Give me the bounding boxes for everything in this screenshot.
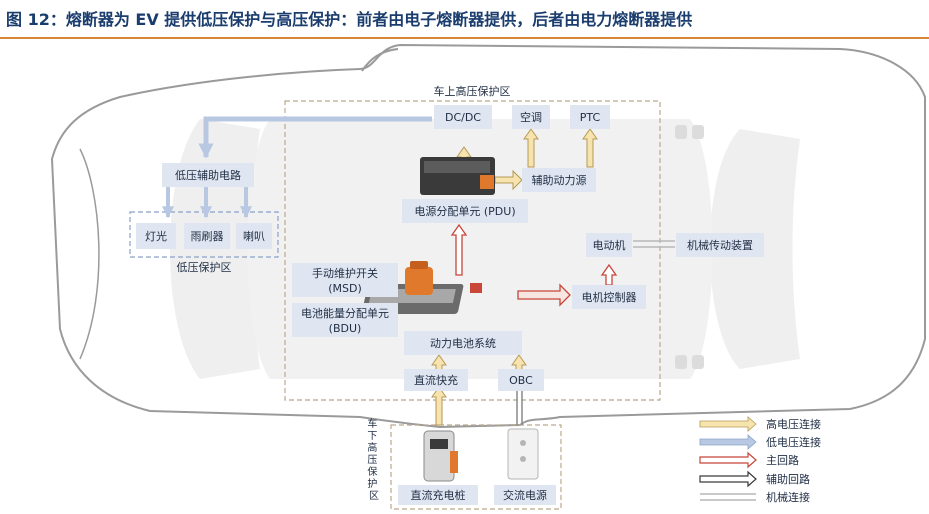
zone-off-vehicle-label: 车 下 高 压 保 护 区 — [367, 417, 380, 502]
pdu-unit-graphic — [420, 157, 495, 195]
label-bdu-line1: 电池能量分配单元 — [301, 306, 389, 320]
label-motor: 电动机 — [593, 238, 626, 252]
title-rule — [0, 37, 929, 39]
box-bdu — [292, 303, 398, 337]
outlet-body — [507, 428, 539, 480]
label-aux-power: 辅助动力源 — [532, 173, 587, 187]
zone-high-voltage-label: 车上高压保护区 — [434, 84, 511, 98]
label-dcdc: DC/DC — [445, 111, 481, 124]
charging-pile-graphic — [423, 430, 458, 482]
car-rear-detail-top — [675, 125, 687, 139]
box-lv-aux — [162, 163, 254, 187]
zone-off-vehicle-char-6: 护 — [367, 477, 377, 490]
legend-label-mech: 机械连接 — [766, 490, 810, 504]
legend-swatch-hv — [699, 416, 757, 432]
car-silhouette — [50, 43, 926, 429]
box-obc — [498, 369, 544, 391]
label-horn: 喇叭 — [243, 229, 265, 243]
box-wiper — [184, 223, 230, 249]
main-arrow-motorctrl-to-motor — [600, 263, 618, 286]
label-msd-line2: (MSD) — [328, 282, 362, 295]
pile-body — [423, 430, 455, 482]
car-rear-detail-bottom2 — [692, 355, 704, 369]
legend-swatch-main — [699, 451, 757, 469]
legend-label-lv: 低电压连接 — [766, 436, 821, 449]
label-lv-aux: 低压辅助电路 — [175, 168, 241, 182]
label-obc: OBC — [509, 374, 533, 387]
box-dc-fast — [404, 369, 468, 391]
main-arrow-battery-to-motorctrl — [517, 283, 571, 307]
main-arrow-battery-to-pdu — [450, 223, 468, 276]
label-battery: 动力电池系统 — [430, 337, 496, 350]
ac-outlet-graphic — [507, 428, 539, 480]
zone-off-vehicle-char-3: 高 — [367, 441, 377, 454]
car-rear-detail-top2 — [692, 125, 704, 139]
car-mirror-top — [361, 48, 399, 72]
connections — [162, 116, 675, 426]
label-mech-drive: 机械传动装置 — [687, 238, 753, 252]
box-msd — [292, 263, 398, 297]
legend: 高电压连接 低电压连接 主回路 辅助回路 机械连接 — [699, 416, 821, 504]
pile-cable — [450, 451, 458, 473]
zone-off-vehicle-char-2: 下 — [367, 431, 377, 442]
label-pdu: 电源分配单元 (PDU) — [414, 204, 515, 218]
car-rear-detail-bottom — [675, 355, 687, 369]
box-motor-ctrl — [572, 285, 646, 309]
hv-arrow-pdu-to-aux-power — [494, 169, 523, 191]
label-ac-source: 交流电源 — [503, 488, 547, 502]
box-motor — [586, 233, 632, 257]
pdu-connector — [480, 175, 494, 189]
outlet-socket-2 — [520, 456, 526, 462]
figure-title: 图 12：熔断器为 EV 提供低压保护与高压保护：前者由电子熔断器提供，后者由电… — [6, 10, 693, 29]
pile-screen — [430, 439, 448, 449]
label-dc-pile: 直流充电桩 — [411, 488, 466, 502]
box-dcdc — [434, 105, 492, 129]
zone-off-vehicle-char-1: 车 — [367, 417, 377, 430]
zone-off-vehicle-char-7: 区 — [369, 490, 379, 502]
legend-label-main: 主回路 — [766, 454, 799, 467]
msd-handle — [410, 261, 428, 269]
msd-body — [405, 267, 433, 295]
box-lights — [136, 223, 176, 249]
box-horn — [236, 223, 272, 249]
msd-graphic — [405, 261, 433, 295]
node-boxes: DC/DC 空调 PTC 辅助动力源 电源分配单元 (PDU) 低压辅助电路 灯… — [136, 105, 764, 505]
outlet-socket-1 — [520, 440, 526, 446]
zone-low-voltage-label: 低压保护区 — [177, 260, 232, 274]
legend-swatch-aux — [699, 470, 757, 488]
label-dc-fast: 直流快充 — [414, 373, 458, 387]
mech-line-ac-to-obc — [516, 391, 523, 425]
label-wiper: 雨刷器 — [191, 230, 224, 243]
box-aux-power — [522, 168, 596, 192]
label-lights: 灯光 — [145, 229, 167, 243]
label-ptc: PTC — [580, 111, 601, 124]
zone-off-vehicle-char-5: 保 — [367, 465, 377, 478]
legend-label-aux: 辅助回路 — [766, 472, 810, 486]
hv-arrow-to-ptc — [582, 128, 598, 168]
ev-fuse-diagram: 车上高压保护区 低压保护区 车 下 高 压 保 护 区 — [50, 43, 926, 510]
zone-high-voltage-onboard — [284, 100, 661, 401]
legend-label-hv: 高电压连接 — [766, 417, 821, 431]
zone-off-vehicle — [390, 424, 562, 510]
box-ac-source — [494, 485, 556, 505]
car-hood-line — [79, 148, 100, 360]
pdu-top-panel — [424, 161, 490, 173]
legend-swatch-lv — [699, 434, 757, 450]
mech-line-motor-to-drive — [633, 240, 675, 248]
hv-arrow-to-aircon — [523, 128, 539, 168]
lv-line-dcdc-to-aux — [198, 116, 432, 159]
label-bdu-line2: (BDU) — [329, 322, 362, 335]
box-pdu — [402, 199, 528, 223]
box-battery — [404, 331, 522, 355]
label-msd-line1: 手动维护开关 — [312, 266, 378, 280]
box-mech-drive — [676, 233, 764, 257]
box-aircon — [512, 105, 550, 129]
box-ptc — [570, 105, 610, 129]
label-aircon: 空调 — [520, 110, 542, 124]
legend-swatch-mech — [700, 493, 756, 501]
zone-off-vehicle-char-4: 压 — [367, 454, 377, 466]
label-motor-ctrl: 电机控制器 — [582, 290, 637, 304]
battery-connector — [470, 283, 482, 293]
box-dc-pile — [398, 485, 478, 505]
